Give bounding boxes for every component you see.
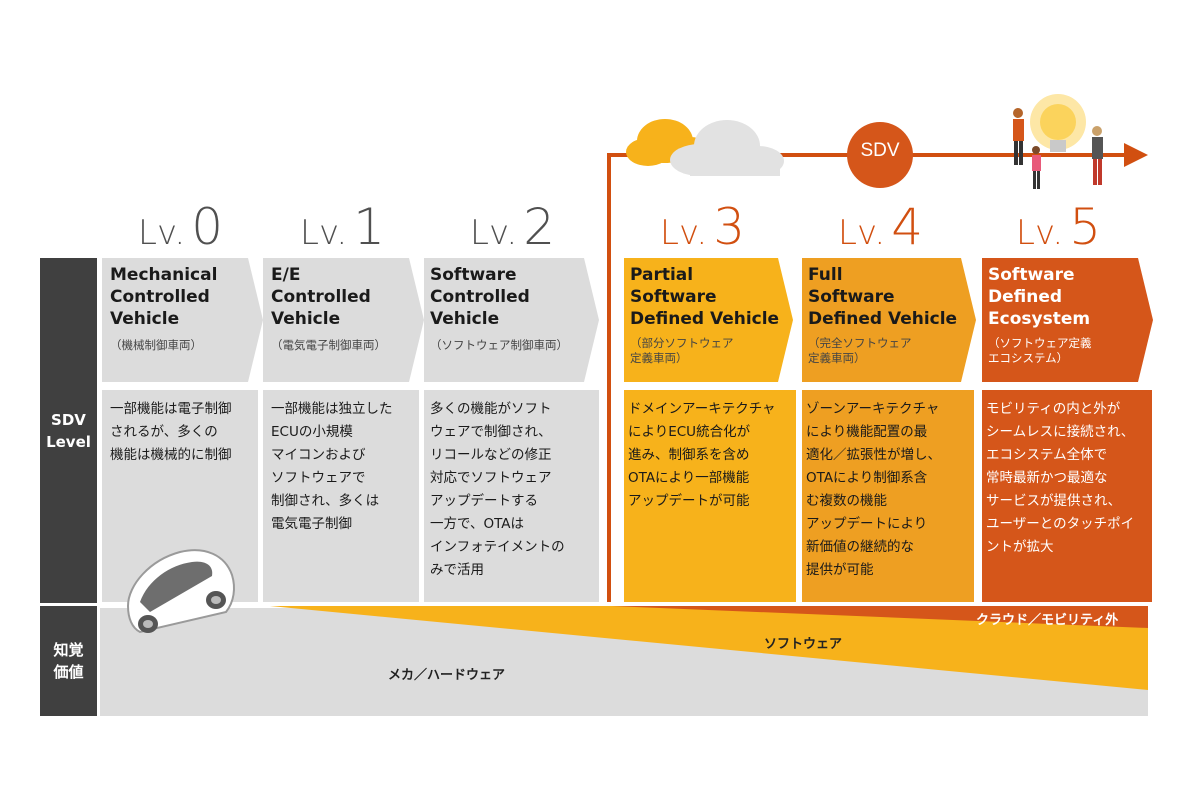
- lv4-number: 4: [891, 198, 924, 256]
- lv0-number: 0: [191, 198, 224, 256]
- perceived-value-text: 知覚 価値: [53, 641, 84, 681]
- lv1-title-block: E/E Controlled Vehicle （電気電子制御車両）: [271, 264, 416, 353]
- software-band: [270, 606, 1148, 690]
- lv2-title-box: [424, 258, 599, 382]
- lv3-description: ドメインアーキテクチャ によりECU統合化が 進み、制御系を含め OTAにより一…: [628, 401, 776, 509]
- lv4-title-block: Full Software Defined Vehicle （完全ソフトウェア …: [808, 264, 973, 366]
- lv2-description: 多くの機能がソフト ウェアで制御され、 リコールなどの修正 対応でソフトウェア …: [430, 401, 565, 578]
- lv2-title: Software Controlled Vehicle: [430, 265, 530, 329]
- lv5-prefix: Lv.: [1016, 213, 1064, 253]
- lv5-desc-box: [982, 390, 1152, 602]
- lv3-title: Partial Software Defined Vehicle: [630, 265, 780, 329]
- lv0-title-box: [102, 258, 263, 382]
- lv5-heading: Lv.5: [1016, 198, 1101, 256]
- lv0-title: Mechanical Controlled Vehicle: [110, 265, 218, 329]
- car-icon: [126, 549, 235, 634]
- lv1-title-box: [263, 258, 424, 382]
- hardware-layer-label: メカ／ハードウェア: [388, 668, 506, 683]
- sdv-level-label: SDV Level: [40, 258, 97, 603]
- lv5-description: モビリティの内と外が シームレスに接続され、 エコシステム全体で 常時最新かつ最…: [986, 401, 1135, 555]
- lv0-subtitle: （機械制御車両）: [110, 338, 202, 352]
- lv1-subtitle: （電気電子制御車両）: [271, 338, 386, 352]
- lv0-title-block: Mechanical Controlled Vehicle （機械制御車両）: [110, 264, 255, 353]
- lv2-heading: Lv.2: [470, 198, 555, 256]
- lv1-title: E/E Controlled Vehicle: [271, 265, 371, 329]
- lv2-title-block: Software Controlled Vehicle （ソフトウェア制御車両）: [430, 264, 595, 353]
- lv1-desc-box: [263, 390, 419, 602]
- lv1-description: 一部機能は独立した ECUの小規模 マイコンおよび ソフトウェアで 制御され、多…: [271, 401, 393, 532]
- lv4-title: Full Software Defined Vehicle: [808, 265, 958, 329]
- lv0-prefix: Lv.: [138, 213, 186, 253]
- lv3-title-block: Partial Software Defined Vehicle （部分ソフトウ…: [630, 264, 795, 366]
- sdv-badge-circle: [847, 122, 913, 188]
- lv2-number: 2: [523, 198, 556, 256]
- cloud-icon: [626, 119, 784, 176]
- lv1-prefix: Lv.: [300, 213, 348, 253]
- sdv-level-text: SDV Level: [46, 410, 91, 451]
- lv1-number: 1: [353, 198, 386, 256]
- lightbulb-people-icon: [1013, 94, 1103, 189]
- lv0-description: 一部機能は電子制御 されるが、多くの 機能は機械的に制御: [110, 401, 232, 463]
- lv2-subtitle: （ソフトウェア制御車両）: [430, 338, 568, 352]
- lv3-prefix: Lv.: [660, 213, 708, 253]
- lv5-title-box: [982, 258, 1153, 382]
- lv0-heading: Lv.0: [138, 198, 223, 256]
- lv4-title-box: [802, 258, 976, 382]
- lv5-subtitle: （ソフトウェア定義 エコシステム）: [988, 336, 1092, 365]
- lv3-title-box: [624, 258, 793, 382]
- lv4-prefix: Lv.: [838, 213, 886, 253]
- lv5-title-block: Software Defined Ecosystem （ソフトウェア定義 エコシ…: [988, 264, 1148, 366]
- sdv-badge-text: SDV: [860, 140, 900, 161]
- lv5-number: 5: [1069, 198, 1102, 256]
- lv4-description: ゾーンアーキテクチャ により機能配置の最 適化／拡張性が増し、 OTAにより制御…: [806, 401, 941, 578]
- sdv-bracket-line: [607, 153, 1130, 602]
- lv4-desc-box: [802, 390, 974, 602]
- arrow-head-icon: [1124, 143, 1148, 167]
- lv1-heading: Lv.1: [300, 198, 385, 256]
- lv4-heading: Lv.4: [838, 198, 923, 256]
- cloud-wedge: [612, 606, 1148, 628]
- lv3-number: 3: [713, 198, 746, 256]
- lv5-title: Software Defined Ecosystem: [988, 265, 1091, 329]
- sdv-badge: SDV: [847, 140, 913, 162]
- lv2-desc-box: [424, 390, 599, 602]
- lv3-desc-box: [624, 390, 796, 602]
- lv2-prefix: Lv.: [470, 213, 518, 253]
- lv3-heading: Lv.3: [660, 198, 745, 256]
- cloud-layer-label: クラウド／モビリティ外: [976, 613, 1119, 628]
- lv3-subtitle: （部分ソフトウェア 定義車両）: [630, 336, 734, 365]
- software-layer-label: ソフトウェア: [764, 637, 843, 652]
- lv4-subtitle: （完全ソフトウェア 定義車両）: [808, 336, 912, 365]
- perceived-value-label: 知覚 価値: [40, 606, 97, 716]
